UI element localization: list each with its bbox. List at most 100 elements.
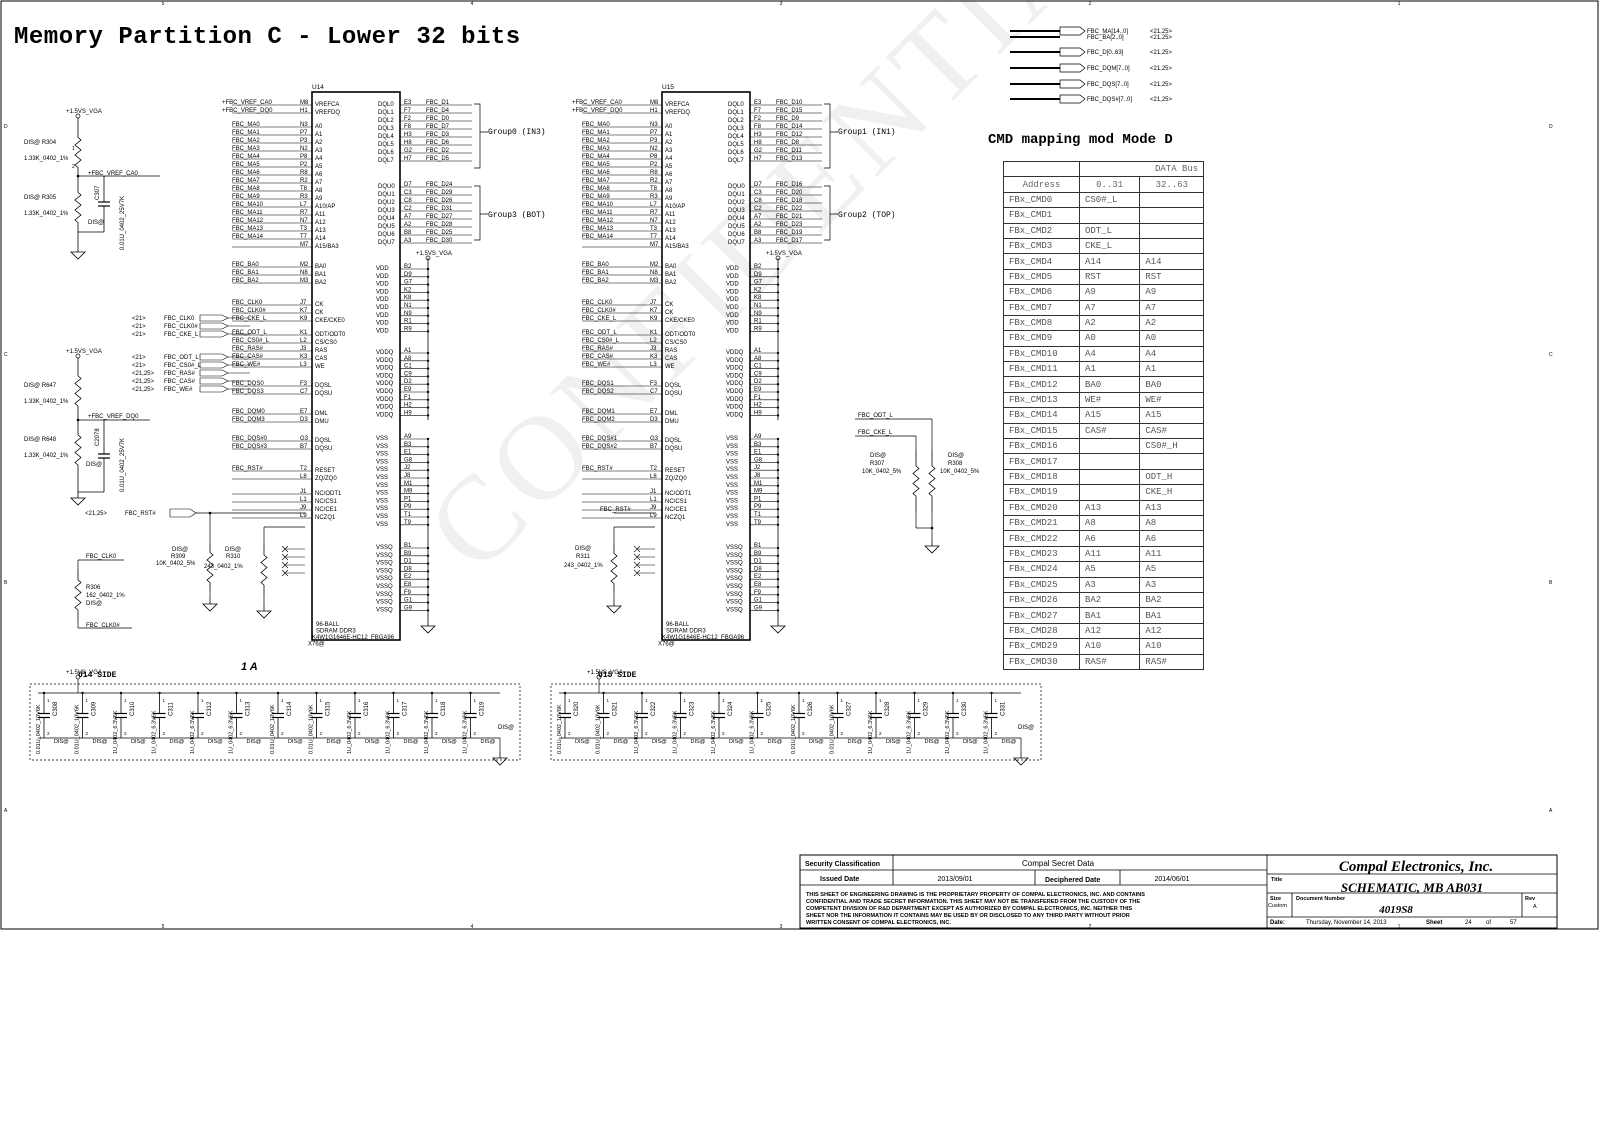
pin-ball: P2 bbox=[300, 162, 308, 168]
cmd-table-cell bbox=[1078, 484, 1141, 501]
pin-ball: E7 bbox=[650, 409, 658, 415]
offpage-connector-icon bbox=[169, 508, 197, 518]
power-pin-ball: H9 bbox=[754, 410, 762, 416]
page-title: Memory Partition C - Lower 32 bits bbox=[14, 24, 521, 51]
pin-number: 2 bbox=[163, 731, 166, 736]
offpage-ref: <21,25> bbox=[132, 371, 155, 377]
power-pin-name: VDDQ bbox=[726, 350, 744, 356]
dis-label: DIS@ bbox=[93, 739, 108, 745]
decap-ref: C322 bbox=[651, 701, 657, 716]
ctrl-net-label: FBC_CLK0 bbox=[164, 316, 195, 322]
pin-net-label: +FBC_VREF_CA0 bbox=[222, 100, 273, 106]
pin-ball: P8 bbox=[300, 154, 308, 160]
junction-dot bbox=[158, 691, 161, 695]
power-pin-ball: G9 bbox=[754, 605, 763, 611]
cmd-table-cell: A14 bbox=[1078, 253, 1141, 270]
resistor-value: 243_0402_1% bbox=[204, 564, 243, 570]
pin-ball: F8 bbox=[404, 124, 412, 130]
pin-name: DQL7 bbox=[378, 158, 394, 164]
dis-label: DIS@ bbox=[948, 453, 964, 459]
power-pin-name: VDD bbox=[726, 321, 739, 327]
dis-label: DIS@ bbox=[963, 739, 978, 745]
pin-name: A9 bbox=[315, 196, 323, 202]
junction-dot bbox=[836, 691, 839, 695]
cmd-table-cell: RAS# bbox=[1078, 653, 1141, 670]
pin-ball: D7 bbox=[754, 182, 762, 188]
ctrl-net-label: FBC_CS0#_L bbox=[164, 363, 202, 369]
pin-ball: B8 bbox=[404, 230, 412, 236]
power-pin-name: VSS bbox=[726, 452, 738, 458]
cmd-table-cell: FBx_CMD15 bbox=[1003, 422, 1080, 440]
power-pin-ball: B1 bbox=[754, 543, 762, 549]
pin-ball: T3 bbox=[300, 226, 308, 232]
pin-net-label: FBC_DQS#3 bbox=[232, 444, 268, 450]
pin-ball: G2 bbox=[754, 148, 763, 154]
sheet-value: 24 bbox=[1465, 920, 1472, 926]
pin-ball: D7 bbox=[404, 182, 412, 188]
pin-net-label: FBC_MA5 bbox=[582, 162, 610, 168]
power-pin-name: VSS bbox=[726, 444, 738, 450]
pin-name: DQU4 bbox=[378, 216, 395, 222]
pin-net-label: FBC_MA3 bbox=[582, 146, 610, 152]
power-pin-name: VDD bbox=[726, 328, 739, 334]
power-pin-ball: B2 bbox=[404, 264, 412, 270]
power-pin-name: VDDQ bbox=[376, 358, 394, 364]
pin-number: 2 bbox=[201, 731, 204, 736]
power-pin-name: VDDQ bbox=[376, 389, 394, 395]
pin-ball: L8 bbox=[300, 474, 307, 480]
pin-net-label: FBC_MA0 bbox=[582, 122, 610, 128]
pin-net-label: FBC_D7 bbox=[426, 124, 450, 130]
cmd-table-cell bbox=[1139, 453, 1205, 470]
pin-name: DQL2 bbox=[728, 118, 744, 124]
pin-number: 1 bbox=[72, 146, 75, 152]
pin-ball: J9 bbox=[300, 505, 307, 511]
pin-number: 2 bbox=[474, 731, 477, 736]
pin-net-label: FBC_D1 bbox=[426, 100, 450, 106]
pin-name: A4 bbox=[315, 156, 323, 162]
dis-label: DIS@ bbox=[404, 739, 419, 745]
decap-value: 1U_0402_6.3V6K bbox=[984, 710, 990, 754]
power-pin-name: VDD bbox=[726, 289, 739, 295]
chip-part-label: K4W1G1646E-HC12_FBGA96 bbox=[662, 635, 745, 641]
resistor-ref: DIS@ R648 bbox=[24, 437, 57, 443]
pin-net-label: FBC_ODT_L bbox=[232, 330, 267, 336]
confidential-notice-line: CONFIDENTIAL AND TRADE SECRET INFORMATIO… bbox=[806, 899, 1140, 905]
power-pin-name: VDDQ bbox=[726, 381, 744, 387]
power-pin-ball: N1 bbox=[404, 303, 412, 309]
power-pin-name: VDD bbox=[376, 274, 389, 280]
power-pin-name: VSS bbox=[376, 436, 388, 442]
pin-net-label: FBC_D4 bbox=[426, 108, 450, 114]
pin-name: CKE/CKE0 bbox=[315, 318, 345, 324]
cmd-table-cell: A1 bbox=[1139, 361, 1205, 378]
decap-ref: C325 bbox=[767, 701, 773, 716]
pin-net-label: FBC_D9 bbox=[776, 116, 800, 122]
power-pin-ball: B9 bbox=[404, 551, 412, 557]
pin-ball: H1 bbox=[300, 108, 308, 114]
dis-label: DIS@ bbox=[442, 739, 457, 745]
power-pin-name: VSSQ bbox=[726, 600, 743, 606]
pin-number: 1 bbox=[320, 698, 323, 703]
pin-ball: E7 bbox=[300, 409, 308, 415]
decap-value: 0.01U_0402_10V6K bbox=[596, 704, 602, 754]
pin-net-label: FBC_MA6 bbox=[232, 170, 260, 176]
dis-label: DIS@ bbox=[848, 739, 863, 745]
pin-ball: H7 bbox=[754, 156, 762, 162]
pin-net-label: FBC_WE# bbox=[582, 362, 611, 368]
pin-net-label: FBC_D18 bbox=[776, 198, 803, 204]
pin-name: A13 bbox=[665, 228, 676, 234]
cmd-table-cell: A12 bbox=[1139, 622, 1205, 640]
pin-net-label: FBC_D11 bbox=[776, 148, 803, 154]
pin-ball: C7 bbox=[300, 389, 308, 395]
pin-name: CS/CS0 bbox=[315, 340, 337, 346]
border-col-label: 5 bbox=[162, 1, 165, 7]
group-bracket bbox=[474, 185, 488, 241]
power-pin-ball: F1 bbox=[754, 395, 762, 401]
power-pin-name: VDD bbox=[376, 313, 389, 319]
pin-name: A7 bbox=[665, 180, 673, 186]
offpage-connector-icon bbox=[199, 314, 229, 322]
pin-ball: A2 bbox=[404, 222, 412, 228]
power-pin-name: VSSQ bbox=[376, 553, 393, 559]
pin-net-label: FBC_D20 bbox=[776, 190, 803, 196]
